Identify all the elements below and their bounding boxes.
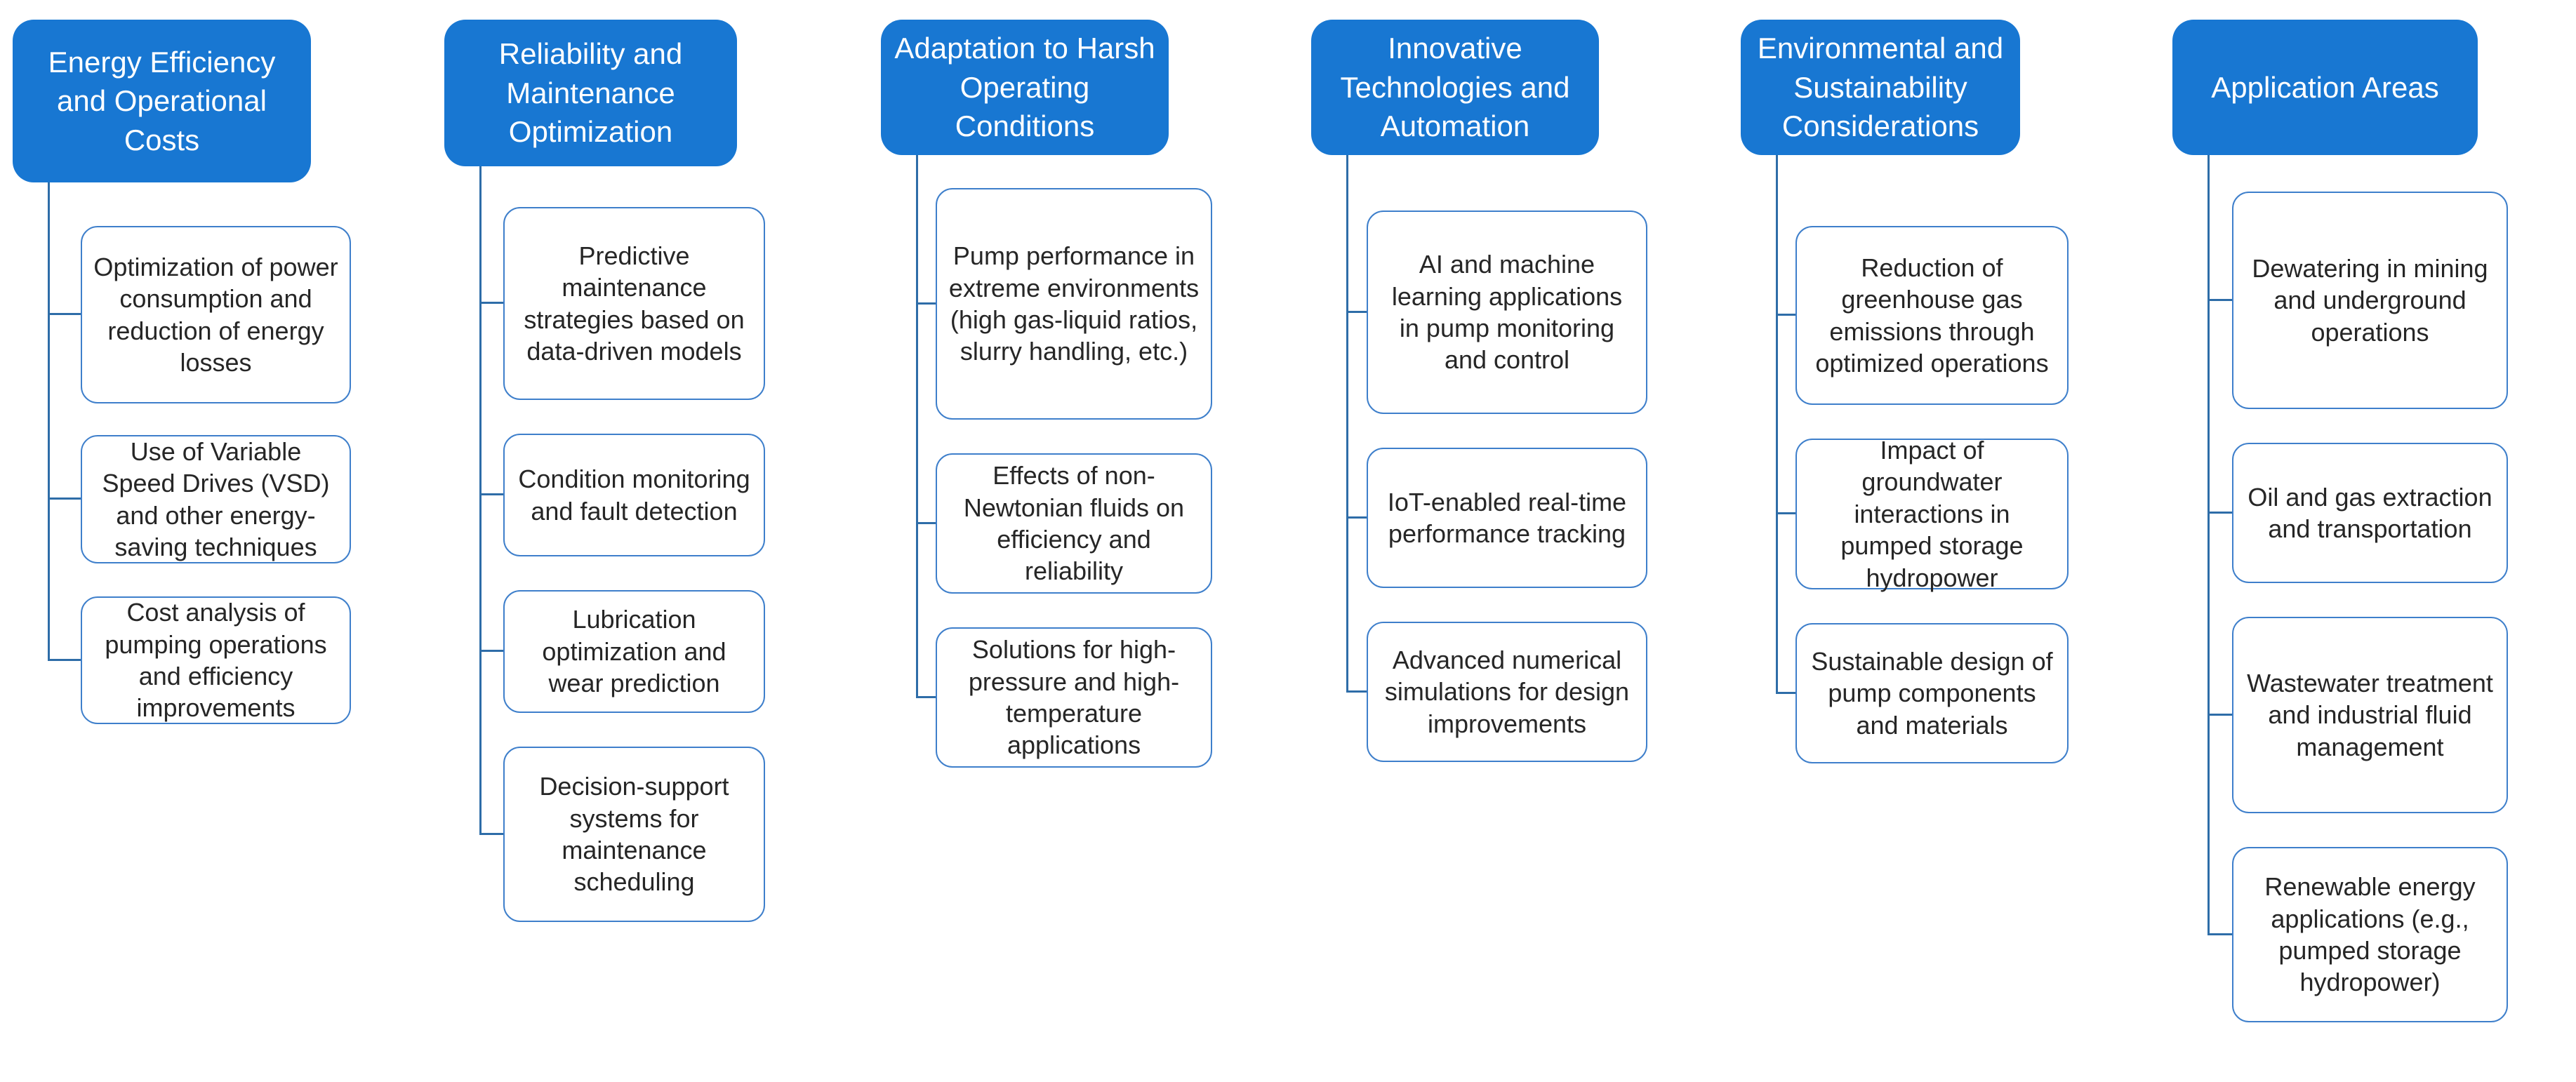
connector-trunk: [1776, 155, 1778, 693]
connector-stub: [48, 659, 81, 661]
topic-label: Impact of groundwater interactions in pu…: [1840, 436, 2024, 592]
topic-box: Predictive maintenance strategies based …: [503, 207, 765, 400]
topic-box: Optimization of power consumption and re…: [81, 226, 351, 403]
connector-stub: [48, 497, 81, 500]
connector-trunk: [479, 166, 482, 834]
connector-stub: [1776, 512, 1795, 514]
category-header: Reliability and Maintenance Optimization: [444, 20, 737, 166]
topic-box: Lubrication optimization and wear predic…: [503, 590, 765, 713]
topic-box: IoT-enabled real-time performance tracki…: [1367, 448, 1647, 588]
category-header: Energy Efficiency and Operational Costs: [13, 20, 311, 182]
topic-label: Reduction of greenhouse gas emissions th…: [1815, 253, 2049, 378]
topic-box: Pump performance in extreme environments…: [936, 188, 1212, 420]
topic-box: Oil and gas extraction and transportatio…: [2232, 443, 2508, 583]
category-header-label: Reliability and Maintenance Optimization: [498, 37, 683, 149]
topic-box: Dewatering in mining and underground ope…: [2232, 192, 2508, 409]
topic-box: Wastewater treatment and industrial flui…: [2232, 617, 2508, 813]
topic-label: Wastewater treatment and industrial flui…: [2247, 668, 2493, 761]
category-header: Innovative Technologies and Automation: [1311, 20, 1599, 155]
topic-label: Solutions for high-pressure and high-tem…: [968, 635, 1180, 760]
topic-label: Sustainable design of pump components an…: [1811, 646, 2053, 740]
topic-label: AI and machine learning applications in …: [1391, 250, 1623, 375]
connector-stub: [2207, 299, 2232, 301]
connector-stub: [2207, 714, 2232, 716]
connector-stub: [479, 650, 503, 652]
category-header: Environmental and Sustainability Conside…: [1741, 20, 2020, 155]
connector-stub: [48, 313, 81, 315]
connector-stub: [1346, 311, 1367, 313]
topic-label: Pump performance in extreme environments…: [948, 241, 1200, 366]
topic-label: Dewatering in mining and underground ope…: [2252, 253, 2488, 347]
category-header-label: Innovative Technologies and Automation: [1340, 32, 1570, 143]
connector-stub: [1346, 516, 1367, 519]
connector-stub: [1776, 692, 1795, 694]
topic-box: Solutions for high-pressure and high-tem…: [936, 627, 1212, 768]
topic-label: Effects of non-Newtonian fluids on effic…: [963, 461, 1185, 586]
connector-stub: [1346, 690, 1367, 693]
topic-label: Condition monitoring and fault detection: [518, 465, 750, 526]
topic-label: Cost analysis of pumping operations and …: [105, 598, 327, 723]
connector-trunk: [916, 155, 918, 697]
topic-label: Decision-support systems for maintenance…: [539, 772, 729, 897]
topic-box: Decision-support systems for maintenance…: [503, 747, 765, 922]
connector-stub: [479, 833, 503, 835]
category-header-label: Adaptation to Harsh Operating Conditions: [894, 32, 1155, 143]
topic-label: Oil and gas extraction and transportatio…: [2248, 482, 2492, 543]
topic-label: Lubrication optimization and wear predic…: [542, 605, 726, 698]
topic-box: AI and machine learning applications in …: [1367, 211, 1647, 414]
connector-stub: [916, 302, 936, 305]
connector-trunk: [1346, 155, 1348, 692]
topic-label: Predictive maintenance strategies based …: [524, 241, 745, 366]
topic-box: Renewable energy applications (e.g., pum…: [2232, 847, 2508, 1022]
connector-stub: [2207, 933, 2232, 935]
category-header: Adaptation to Harsh Operating Conditions: [881, 20, 1169, 155]
category-header-label: Environmental and Sustainability Conside…: [1757, 32, 2004, 143]
category-header: Application Areas: [2172, 20, 2478, 155]
connector-stub: [916, 522, 936, 524]
connector-stub: [479, 493, 503, 495]
topic-label: Renewable energy applications (e.g., pum…: [2264, 872, 2476, 997]
connector-stub: [916, 696, 936, 698]
topic-box: Use of Variable Speed Drives (VSD) and o…: [81, 435, 351, 563]
topic-label: IoT-enabled real-time performance tracki…: [1387, 487, 1627, 548]
connector-stub: [1776, 314, 1795, 316]
topic-box: Sustainable design of pump components an…: [1795, 623, 2069, 763]
topic-box: Advanced numerical simulations for desig…: [1367, 622, 1647, 762]
category-header-label: Application Areas: [2211, 70, 2439, 104]
connector-stub: [2207, 512, 2232, 514]
topic-box: Reduction of greenhouse gas emissions th…: [1795, 226, 2069, 405]
topic-label: Optimization of power consumption and re…: [93, 252, 338, 377]
connector-trunk: [48, 182, 50, 660]
category-header-label: Energy Efficiency and Operational Costs: [48, 45, 276, 156]
connector-trunk: [2207, 155, 2210, 935]
topic-box: Condition monitoring and fault detection: [503, 434, 765, 556]
topic-box: Impact of groundwater interactions in pu…: [1795, 436, 2069, 592]
topic-label: Use of Variable Speed Drives (VSD) and o…: [102, 436, 330, 561]
connector-stub: [479, 302, 503, 304]
topic-label: Advanced numerical simulations for desig…: [1384, 645, 1630, 738]
topic-box: Cost analysis of pumping operations and …: [81, 596, 351, 724]
topic-box: Effects of non-Newtonian fluids on effic…: [936, 453, 1212, 594]
